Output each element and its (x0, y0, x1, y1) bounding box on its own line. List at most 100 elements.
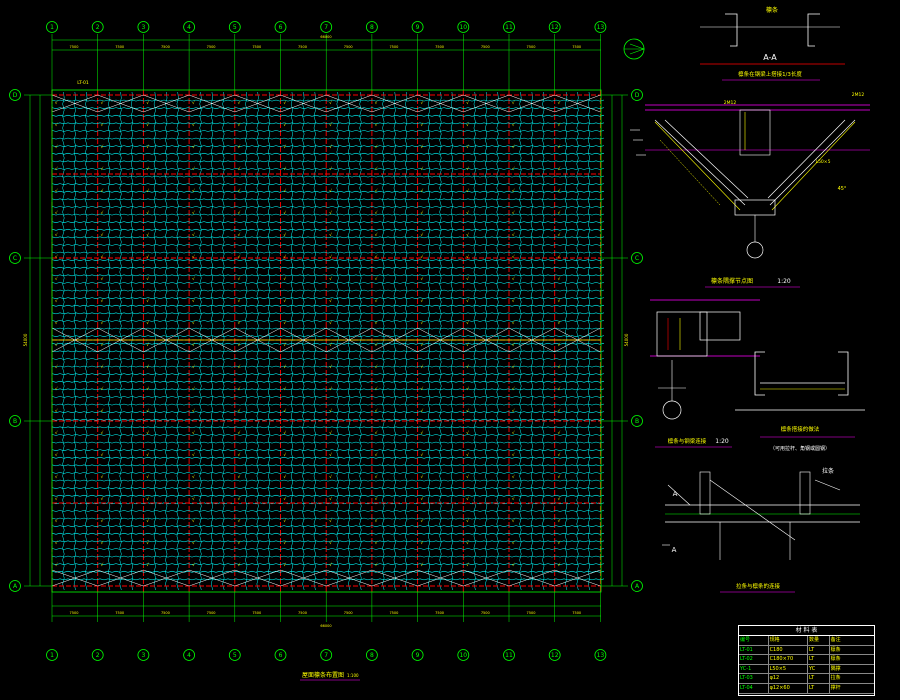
node-mark: √ (329, 386, 332, 391)
purlin (51, 244, 605, 246)
node-mark: √ (421, 342, 424, 347)
node-mark: √ (146, 144, 149, 149)
svg-text:8: 8 (370, 652, 374, 659)
purlin (51, 130, 605, 132)
axis-bubble-bottom-5: 5 (228, 649, 241, 661)
node-mark: √ (284, 342, 287, 347)
node-mark: √ (238, 452, 241, 457)
node-mark: √ (558, 452, 561, 457)
conn-scale: 1:20 (715, 438, 729, 445)
purlin (51, 396, 605, 398)
node-mark: √ (101, 540, 104, 545)
node-mark: √ (192, 540, 195, 545)
node-mark: √ (421, 518, 424, 523)
axis-bubble-bottom-9: 9 (411, 649, 424, 661)
node-mark: √ (146, 188, 149, 193)
node-mark: √ (466, 474, 469, 479)
purlin (51, 107, 605, 109)
node-mark: √ (512, 430, 515, 435)
node-mark: √ (101, 144, 104, 149)
node-mark: √ (329, 276, 332, 281)
node-mark: √ (329, 144, 332, 149)
brace-diagonal (280, 569, 327, 587)
node-mark: √ (421, 320, 424, 325)
axis-bubble-top-3: 3 (137, 21, 150, 33)
brace-diagonal (463, 569, 510, 587)
node-mark: √ (192, 254, 195, 259)
node-mark: √ (558, 100, 561, 105)
svg-text:12: 12 (551, 652, 559, 659)
node-mark: √ (512, 298, 515, 303)
dim-bottom-total: 66000 (320, 624, 331, 628)
node-mark: √ (55, 276, 58, 281)
svg-text:7: 7 (324, 24, 328, 31)
axis-bubble-top-2: 2 (91, 21, 104, 33)
purlin (51, 464, 605, 467)
svg-text:4: 4 (187, 24, 191, 31)
node-mark: √ (558, 232, 561, 237)
table-cell: LT (808, 674, 830, 683)
axis-bubble-right-D: D (631, 89, 643, 101)
node-mark: √ (558, 122, 561, 127)
node-mark: √ (146, 518, 149, 523)
dim-left-total: 54000 (23, 333, 28, 346)
dim-right-total: 54000 (624, 333, 629, 346)
brace-diagonal (554, 94, 601, 113)
node-mark: √ (421, 496, 424, 501)
tie-rod (439, 91, 442, 591)
node-mark: √ (192, 364, 195, 369)
bay-dim-bottom: 7500 (70, 611, 79, 615)
node-mark: √ (466, 408, 469, 413)
node-mark: √ (101, 452, 104, 457)
node-mark: √ (192, 452, 195, 457)
node-mark: √ (238, 320, 241, 325)
node-mark: √ (284, 474, 287, 479)
bay-dim-bottom: 7500 (115, 611, 124, 615)
tie-label: 拉条 (822, 467, 834, 475)
node-mark: √ (192, 430, 195, 435)
node-mark: √ (55, 540, 58, 545)
bay-dim-bottom: 7500 (344, 611, 353, 615)
node-mark: √ (284, 298, 287, 303)
node-mark: √ (284, 166, 287, 171)
node-mark: √ (329, 496, 332, 501)
purlin (51, 160, 605, 163)
svg-text:11: 11 (505, 24, 513, 31)
brace-diagonal (234, 327, 281, 353)
node-mark: √ (101, 100, 104, 105)
table-cell: YC-1 (739, 664, 769, 674)
detail-lap: 檩条搭接的做法（可用拉杆、角钢或圆钢） (735, 351, 865, 452)
node-mark: √ (238, 342, 241, 347)
node-mark: √ (558, 408, 561, 413)
lap-note: （可用拉杆、角钢或圆钢） (770, 445, 830, 452)
purlin (51, 206, 605, 208)
tie-rod (542, 91, 545, 591)
purlin (51, 388, 605, 391)
purlin (51, 221, 605, 223)
tie-rod (347, 91, 351, 591)
node-mark: √ (329, 408, 332, 413)
tie-rod (450, 91, 453, 591)
tie-rod (530, 91, 533, 591)
purlin (51, 198, 605, 201)
purlin (51, 99, 605, 102)
node-mark: √ (284, 320, 287, 325)
node-mark: √ (329, 342, 332, 347)
node-mark: √ (421, 430, 424, 435)
svg-text:7: 7 (324, 652, 328, 659)
node-mark: √ (238, 144, 241, 149)
table-cell: 编号 (739, 636, 769, 645)
purlin (51, 145, 605, 147)
node-mark: √ (375, 562, 378, 567)
purlin (51, 259, 605, 261)
node-mark: √ (55, 452, 58, 457)
axis-bubble-bottom-2: 2 (91, 649, 104, 661)
node-mark: √ (146, 100, 149, 105)
node-mark: √ (101, 232, 104, 237)
node-mark: √ (558, 496, 561, 501)
node-mark: √ (192, 408, 195, 413)
